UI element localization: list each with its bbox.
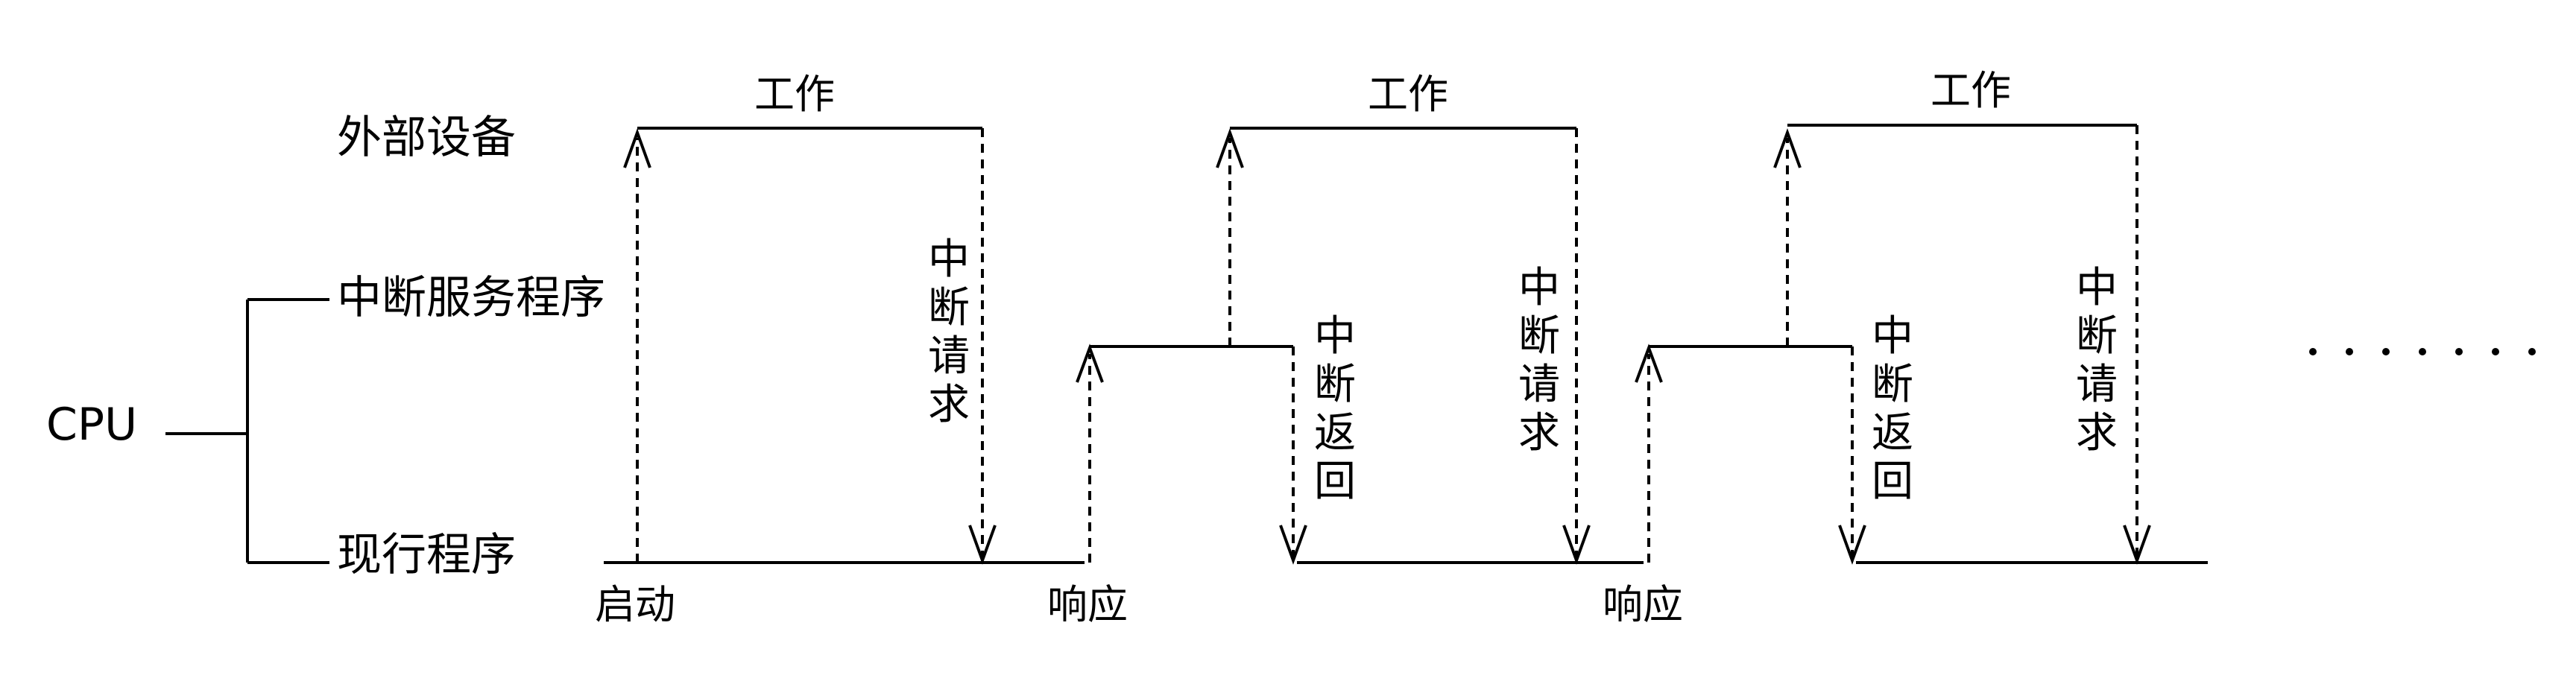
isr-label: 中断服务程序 [337, 272, 605, 324]
ellipsis-dot-2 [2346, 348, 2353, 355]
interrupt-request-label-2-3: 求 [1518, 409, 1560, 458]
interrupt-return-label-1-3: 回 [1314, 458, 1356, 506]
ellipsis-dot-4 [2419, 348, 2426, 355]
ellipsis-dot-7 [2528, 348, 2536, 355]
interrupt-request-label-3-1: 断 [2076, 312, 2118, 361]
response-arrowhead-2 [1635, 344, 1663, 383]
interrupt-request-label-2-1: 断 [1518, 312, 1560, 361]
cpu-label: CPU [46, 399, 137, 451]
interrupt-return-arrowhead-2 [1838, 525, 1866, 565]
interrupt-return-label-2-0: 中 [1872, 312, 1913, 361]
interrupt-request-label-3-3: 求 [2076, 409, 2118, 458]
work-label-2: 工作 [1368, 71, 1448, 118]
interrupt-return-label-1-1: 断 [1314, 361, 1356, 409]
interrupt-return-label-2-1: 断 [1872, 361, 1913, 409]
response-arrowhead-1 [1076, 344, 1104, 383]
interrupt-return-label-2-2: 返 [1872, 409, 1913, 458]
ellipsis: ······· [2309, 348, 2536, 355]
response-label-1: 响应 [1047, 581, 1128, 628]
start-arrowhead [623, 128, 651, 168]
work-label-3: 工作 [1931, 67, 2011, 114]
current-program-label: 现行程序 [337, 529, 516, 581]
interrupt-return-arrowhead-1 [1279, 525, 1307, 565]
interrupt-request-label-1-2: 请 [928, 332, 970, 381]
ellipsis-dot-3 [2382, 348, 2390, 355]
interrupt-request-arrowhead-1 [968, 525, 997, 565]
interrupt-request-label-2-0: 中 [1518, 264, 1560, 312]
interrupt-request-label-1-0: 中 [928, 235, 970, 284]
interrupt-return-label-1-2: 返 [1314, 409, 1356, 458]
interrupt-request-label-1-1: 断 [928, 284, 970, 332]
ellipsis-dot-1 [2309, 348, 2317, 355]
external-device-label: 外部设备 [337, 112, 516, 164]
response-label-2: 响应 [1603, 581, 1683, 628]
interrupt-return-label-2-3: 回 [1872, 458, 1913, 506]
interrupt-return-label-1-0: 中 [1314, 312, 1356, 361]
interrupt-request-arrowhead-3 [2123, 525, 2151, 565]
start-arrowhead-2 [1216, 128, 1244, 168]
interrupt-request-label-1-3: 求 [928, 381, 970, 429]
ellipsis-dot-6 [2492, 348, 2499, 355]
interrupt-request-label-3-2: 请 [2076, 361, 2118, 409]
work-label-1: 工作 [754, 71, 835, 118]
start-arrowhead-3 [1773, 128, 1802, 168]
interrupt-request-arrowhead-2 [1562, 525, 1591, 565]
start-label: 启动 [595, 581, 675, 628]
interrupt-request-label-2-2: 请 [1518, 361, 1560, 409]
interrupt-request-label-3-0: 中 [2076, 264, 2118, 312]
ellipsis-dot-5 [2455, 348, 2463, 355]
